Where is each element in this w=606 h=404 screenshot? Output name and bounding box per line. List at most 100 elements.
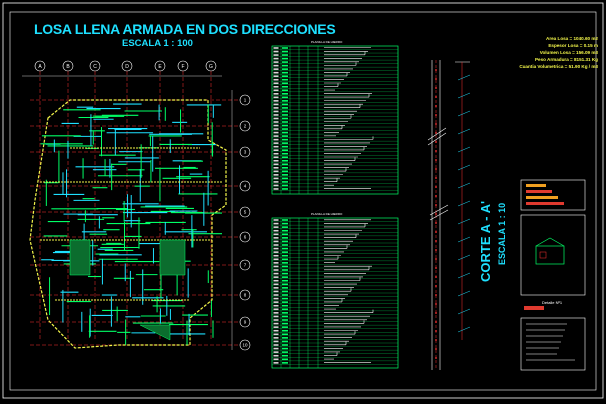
rebar-table-bottom-cell-mark	[273, 322, 279, 325]
section-tick	[457, 200, 471, 207]
rebar-table-top-cell-mark	[282, 131, 288, 134]
rebar-table-top-cell-mark	[273, 128, 279, 130]
rebar-table-bottom-cell-mark	[273, 340, 279, 343]
rebar-table-top-cell-mark	[282, 100, 288, 102]
rebar-table-bottom-cell-mark	[273, 237, 279, 239]
rebar-table-bottom-cell-mark	[273, 219, 279, 221]
rebar-table-bottom-cell-mark	[273, 229, 279, 232]
hatch-area-left	[69, 239, 91, 276]
rebar-table-top-cell-mark	[282, 138, 288, 141]
rebar-table-top-cell-mark	[282, 174, 288, 176]
rebar-table-top-cell-mark	[273, 96, 279, 99]
rebar-table-bottom-cell-mark	[282, 333, 288, 336]
rebar-table-top-cell-mark	[273, 167, 279, 169]
rebar-table-top-cell-mark	[273, 138, 279, 141]
rebar-table-top-cell-mark	[282, 61, 288, 63]
section-tick	[457, 182, 471, 189]
rebar-table-bottom-cell-mark	[282, 308, 288, 311]
section-tick	[457, 146, 471, 153]
rebar-table-top-cell-mark	[282, 177, 288, 180]
section-rebar-dot	[435, 303, 437, 305]
rebar-table-top-cell-mark	[282, 64, 288, 67]
rebar-table-bottom-cell-mark	[273, 240, 279, 243]
rebar-table-top-cell-mark	[282, 93, 288, 95]
rebar-table-top-cell-mark	[273, 159, 279, 162]
rebar-table-bottom-cell-mark	[282, 240, 288, 243]
axis-label-row: 5	[244, 210, 247, 215]
rebar-table-top-cell-mark	[273, 107, 279, 109]
section-rebar-dot	[435, 186, 437, 188]
rebar-table-top-cell-mark	[273, 100, 279, 102]
rebar-table-bottom-cell-mark	[273, 258, 279, 261]
section-tick	[457, 236, 471, 243]
section-rebar-dot	[435, 258, 437, 260]
rebar-table-top-cell-mark	[273, 71, 279, 74]
rebar-table-bottom-cell-mark	[273, 247, 279, 250]
section-title: CORTE A - A'	[478, 200, 493, 282]
rebar-table-top-cell-mark	[282, 71, 288, 74]
rebar-table-bottom-cell-mark	[282, 347, 288, 350]
rebar-table-top-cell-mark	[282, 142, 288, 144]
rebar-table-bottom-cell-mark	[282, 233, 288, 236]
rebar-table-bottom-title: PLANILLA DE HIERRO	[311, 212, 343, 216]
rebar-table-bottom-cell-mark	[282, 319, 288, 321]
rebar-table-top-cell-mark	[273, 117, 279, 120]
rebar-table-bottom-cell-mark	[273, 290, 279, 293]
rebar-table-top-cell-mark	[273, 142, 279, 144]
rebar-table-top-cell-mark	[282, 167, 288, 169]
rebar-table-top-cell-mark	[282, 188, 288, 190]
rebar-table-top-cell-mark	[282, 103, 288, 106]
legend-swatch	[526, 202, 564, 205]
legend-swatch	[526, 190, 552, 193]
rebar-table-bottom-cell-mark	[273, 326, 279, 328]
axis-label-row: 2	[244, 124, 247, 129]
section-rebar-dot	[435, 222, 437, 224]
rebar-table-top-cell-mark	[282, 128, 288, 130]
rebar-table-top-cell-mark	[273, 124, 279, 127]
section-rebar-dot	[435, 132, 437, 134]
section-rebar-dot	[435, 285, 437, 287]
axis-label-row: 10	[242, 343, 248, 348]
rebar-table-bottom-cell-mark	[282, 276, 288, 278]
axis-bubble-row	[239, 316, 251, 328]
section-rebar-dot	[435, 78, 437, 80]
section-break-mark	[429, 209, 449, 221]
rebar-table-top-cell-mark	[282, 96, 288, 99]
axis-bubble-row	[239, 231, 251, 243]
section-break-mark	[429, 204, 449, 216]
rebar-table-bottom-cell-mark	[282, 304, 288, 307]
rebar-table-bottom-cell-mark	[282, 290, 288, 293]
rebar-table-top-cell-mark	[273, 85, 279, 88]
hatch-area-right	[159, 239, 186, 276]
rebar-table-top-cell-mark	[273, 103, 279, 106]
section-rebar-dot	[435, 267, 437, 269]
rebar-table-top-cell-mark	[273, 135, 279, 137]
property-volume: Volumen Losa = 156.09 m3	[539, 50, 598, 55]
rebar-table-bottom-cell-mark	[282, 283, 288, 286]
section-rebar-dot	[435, 195, 437, 197]
rebar-table-bottom-cell-mark	[273, 344, 279, 346]
rebar-table-bottom-cell-mark	[273, 351, 279, 353]
axis-bubble-row	[239, 120, 251, 132]
rebar-table-top-cell-mark	[282, 82, 288, 85]
rebar-table-top-cell-mark	[273, 156, 279, 159]
rebar-table-bottom-cell-mark	[282, 329, 288, 332]
rebar-table-top-cell-mark	[282, 68, 288, 70]
section-rebar-dot	[435, 141, 437, 143]
rebar-table-top-cell-mark	[273, 170, 279, 173]
sheet-inner-frame	[9, 11, 597, 391]
rebar-table-top-cell-mark	[273, 145, 279, 148]
rebar-table-top-cell-mark	[273, 184, 279, 187]
detail-tag	[524, 306, 544, 310]
rebar-table-bottom-cell-mark	[273, 337, 279, 339]
rebar-table-bottom-cell-mark	[282, 315, 288, 318]
rebar-table-top-cell-mark	[282, 124, 288, 127]
section-rebar-dot	[435, 69, 437, 71]
detail-label: Detalle Nº1	[542, 300, 563, 305]
slab-properties: Area Losa = 1040.60 m2 Espesor Losa = 0.…	[478, 35, 598, 70]
rebar-table-bottom-cell-mark	[282, 244, 288, 246]
section-rebar-dot	[435, 348, 437, 350]
rebar-table-top-cell-mark	[273, 47, 279, 49]
rebar-table-top-cell-mark	[273, 177, 279, 180]
